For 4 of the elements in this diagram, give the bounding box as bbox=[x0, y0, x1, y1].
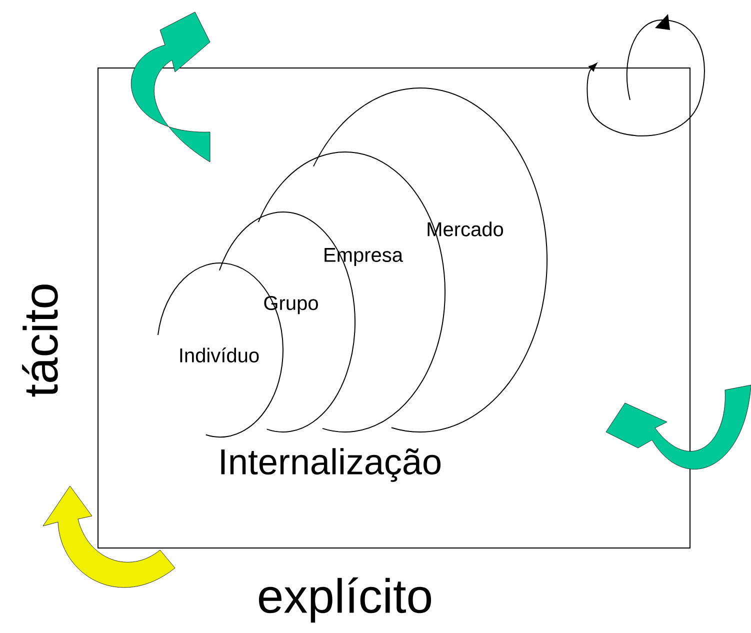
label: Internalização bbox=[221, 448, 441, 482]
label: Indivíduo bbox=[180, 348, 259, 362]
label: tácito bbox=[22, 284, 58, 397]
label: explícito bbox=[259, 577, 432, 623]
